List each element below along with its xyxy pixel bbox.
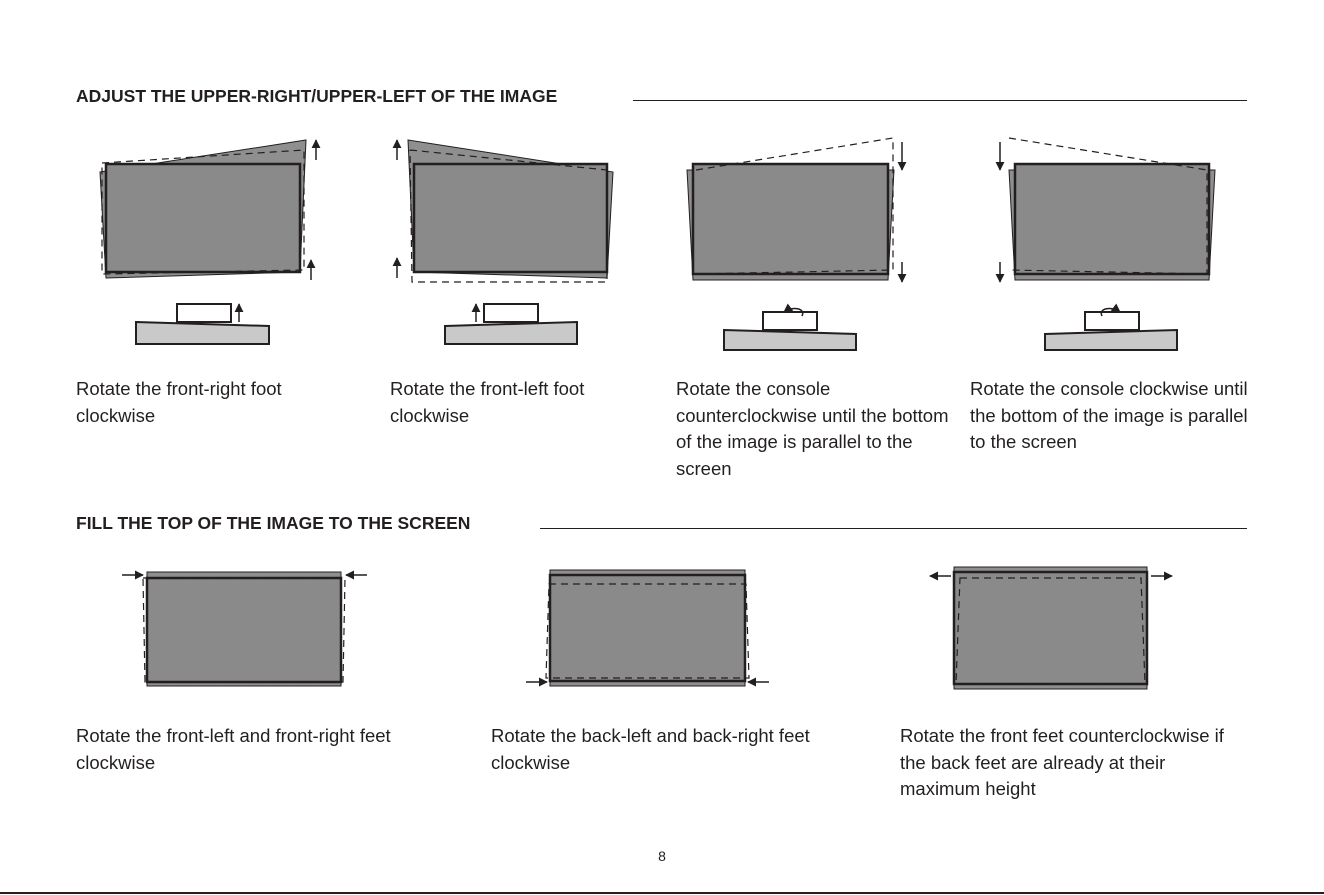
step-6-caption: Rotate the back-left and back-right feet… — [491, 725, 810, 773]
step-1-diagram — [99, 139, 321, 345]
projector-base — [723, 328, 857, 351]
step-2-caption: Rotate the front-left foot clockwise — [390, 378, 585, 426]
screen — [1013, 162, 1211, 276]
target-outline — [1008, 137, 1208, 275]
projector-base — [135, 320, 270, 345]
section-title-fill-top: FILL THE TOP OF THE IMAGE TO THE SCREEN — [76, 513, 471, 533]
step-3-diagram — [686, 137, 907, 351]
step-6-diagram — [526, 569, 769, 687]
screen — [412, 162, 609, 274]
projector-console — [1084, 311, 1140, 331]
target-outline — [101, 149, 305, 275]
projector-console — [176, 303, 232, 323]
rotate-clockwise-icon — [1100, 303, 1121, 317]
target-outline — [955, 577, 1146, 685]
step-5-diagram — [122, 570, 367, 687]
projector-console — [483, 303, 539, 323]
screen — [691, 162, 890, 276]
step-2-diagram — [392, 139, 614, 345]
target-outline — [142, 577, 346, 683]
step-5-caption: Rotate the front-left and front-right fe… — [76, 725, 391, 773]
section-title-adjust-upper: ADJUST THE UPPER-RIGHT/UPPER-LEFT OF THE… — [76, 86, 558, 106]
step-4-diagram — [995, 137, 1216, 351]
projector-base — [444, 320, 578, 345]
screen — [104, 162, 302, 274]
projector-console — [762, 311, 818, 331]
step-3-caption: Rotate the console counterclockwise unti… — [676, 378, 949, 479]
step-1-caption: Rotate the front-right foot clockwise — [76, 378, 282, 426]
section-divider-fill-top — [540, 528, 1247, 529]
screen — [145, 576, 343, 684]
bottom-border — [0, 892, 1324, 894]
step-7-diagram — [929, 566, 1173, 690]
step-4-caption: Rotate the console clockwise until the b… — [970, 378, 1248, 452]
section-divider-adjust-upper — [633, 100, 1247, 101]
screen — [548, 573, 747, 683]
screen — [952, 570, 1149, 686]
page-number: 8 — [658, 848, 666, 864]
target-outline — [695, 137, 894, 275]
target-outline — [409, 149, 608, 283]
step-7-caption: Rotate the front feet counterclockwise i… — [900, 725, 1224, 799]
projector-base — [1044, 328, 1178, 351]
rotate-counterclockwise-icon — [783, 303, 804, 317]
